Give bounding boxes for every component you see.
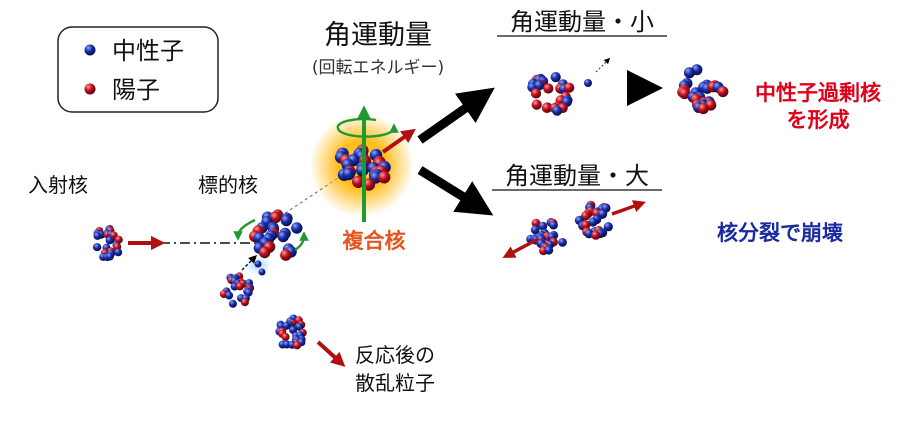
neutron-rich-label-line1: 中性子過剰核: [755, 81, 881, 105]
target-nucleus: [249, 209, 303, 261]
target-label: 標的核: [198, 173, 258, 197]
legend-proton-label: 陽子: [112, 76, 160, 104]
ejected-neutron-2: [258, 268, 266, 276]
legend: 中性子 陽子: [57, 26, 219, 113]
compound-label: 複合核: [342, 229, 406, 253]
ejected-neutron-1: [254, 260, 262, 268]
target-rotation-arrows: [233, 218, 309, 251]
scattered-arrow: [316, 340, 346, 367]
scattered-label-line2: 散乱粒子: [355, 371, 435, 395]
fission-fragment-right: [574, 200, 613, 240]
compound-arrow: [381, 128, 416, 154]
fission-fragment-right-arrow: [611, 200, 646, 216]
neutron-rich-label-line2: を形成: [787, 108, 850, 132]
ejectile-arrow: [241, 255, 257, 271]
low-am-branch-arrow: [417, 87, 495, 144]
fission-fragment-left: [526, 218, 567, 256]
rotational-energy-label: (回転エネルギー): [312, 58, 444, 78]
decay-branch-arrows: [417, 70, 663, 216]
ejected-neutron-arrows: [241, 57, 611, 271]
fission-label: 核分裂で崩壊: [717, 221, 843, 245]
motion-arrows: [128, 128, 646, 367]
fission-fragment-left-arrow: [502, 237, 539, 258]
neutron-rich-nucleus: [677, 64, 729, 115]
rotation-ellipse: [336, 117, 399, 138]
ejectile-nucleus: [219, 272, 255, 308]
angular-momentum-label: 角運動量: [324, 20, 432, 51]
emitted-neutron-arrow: [595, 57, 611, 73]
legend-frame: [57, 26, 219, 113]
projectile-label: 入射核: [28, 173, 88, 197]
proton-legend-icon: [84, 83, 96, 95]
labels: 角運動量 (回転エネルギー) 入射核 標的核 複合核 反応後の 散乱粒子 角運動…: [28, 8, 881, 395]
product-nucleus-small: [527, 72, 575, 116]
high-am-branch-arrow: [417, 166, 494, 216]
nuclei-layer: [92, 64, 729, 350]
scattered-label-line1: 反応後の: [355, 343, 435, 367]
neutron-legend-icon: [84, 44, 96, 56]
trajectory-lines: [160, 169, 351, 244]
emitted-neutron: [584, 79, 592, 87]
legend-neutron-label: 中性子: [112, 37, 184, 65]
high-am-label: 角運動量・大: [505, 162, 649, 190]
scattered-nucleus: [275, 314, 307, 350]
projectile-nucleus: [92, 225, 123, 262]
low-am-label: 角運動量・小: [510, 8, 654, 36]
